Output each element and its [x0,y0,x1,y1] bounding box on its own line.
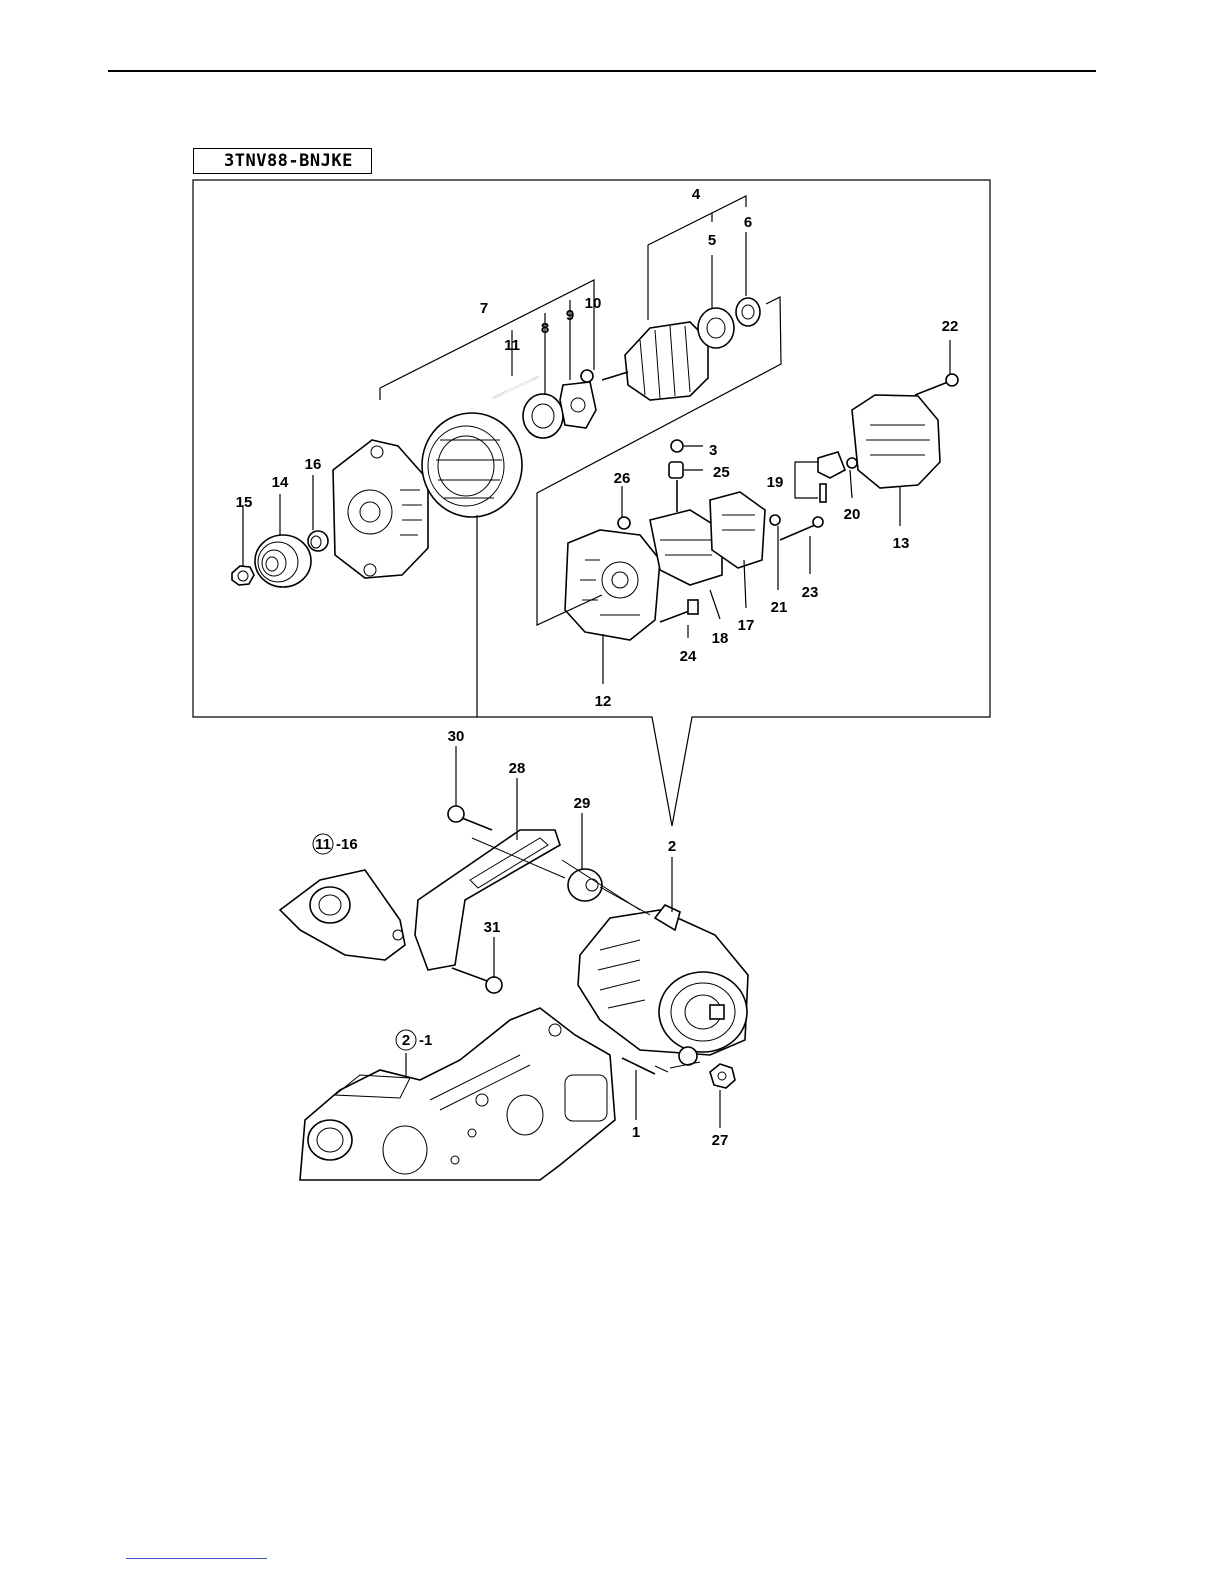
bearing-cover-part [736,298,760,326]
spacer-part [308,531,328,551]
mounting-nut-part [710,1064,735,1088]
terminal-assy-part [818,452,845,502]
part-number-11: 11 [504,337,520,354]
part-number-1: 1 [632,1124,640,1141]
stud-part [493,377,538,398]
rotor-part [602,322,708,400]
part-number-7: 7 [480,300,488,317]
part-number-20: 20 [844,506,861,523]
part-number-30: 30 [448,728,465,745]
ref-circle-a-suffix: -16 [336,836,358,853]
mounting-stud-part [622,1058,655,1074]
part-number-16: 16 [305,456,322,473]
part-number-17: 17 [738,617,755,634]
part-number-18: 18 [712,630,729,647]
part-number-9: 9 [566,307,574,324]
alternator-assembly-part [578,905,748,1065]
ref-circle-a-number: 11 [315,836,331,853]
b-terminal-nut-part [671,440,683,452]
part-number-24: 24 [680,648,697,665]
part-number-19: 19 [767,474,784,491]
insulator-part [669,462,683,478]
regulator-bolt-part [780,517,823,540]
part-number-27: 27 [712,1132,729,1149]
collar-part [568,869,602,901]
part-number-25: 25 [713,464,730,481]
part-number-2: 2 [668,838,676,855]
part-number-26: 26 [614,470,631,487]
part-number-23: 23 [802,584,819,601]
rear-cover-part [852,395,940,488]
drive-end-frame-part [333,440,428,578]
bearing-front-part [523,394,563,438]
support-bracket-part [280,870,405,960]
gear-case-part [300,1008,615,1180]
regulator-nut-part [770,515,780,525]
part-number-29: 29 [574,795,591,812]
footer-link-underline [126,1558,267,1559]
part-number-3: 3 [709,442,717,459]
retainer-plate-part [560,382,596,428]
part-number-22: 22 [942,318,959,335]
adjusting-bracket-part [415,830,560,970]
terminal-nut-part [618,517,630,529]
part-number-10: 10 [585,295,602,312]
part-number-12: 12 [595,693,612,710]
stator-part [422,413,522,517]
part-number-15: 15 [236,494,253,511]
bearing-rear-part [698,308,734,348]
screw-part [581,370,593,382]
cover-nut-part [847,458,857,468]
pulley-part [255,535,311,587]
part-number-21: 21 [771,599,788,616]
part-number-14: 14 [272,474,289,491]
part-number-5: 5 [708,232,716,249]
cover-bolt-part [915,374,958,395]
part-number-13: 13 [893,535,910,552]
part-number-8: 8 [541,320,549,337]
rear-frame-part [565,530,660,640]
through-bolt-part [660,600,698,622]
ref-circle-b-number: 2 [402,1032,410,1049]
part-number-6: 6 [744,214,752,231]
part-number-31: 31 [484,919,501,936]
pulley-nut-part [232,566,254,585]
bracket-bolt-part [448,806,492,830]
ref-circle-b-suffix: -1 [419,1032,432,1049]
part-number-4: 4 [692,186,701,203]
part-number-28: 28 [509,760,526,777]
